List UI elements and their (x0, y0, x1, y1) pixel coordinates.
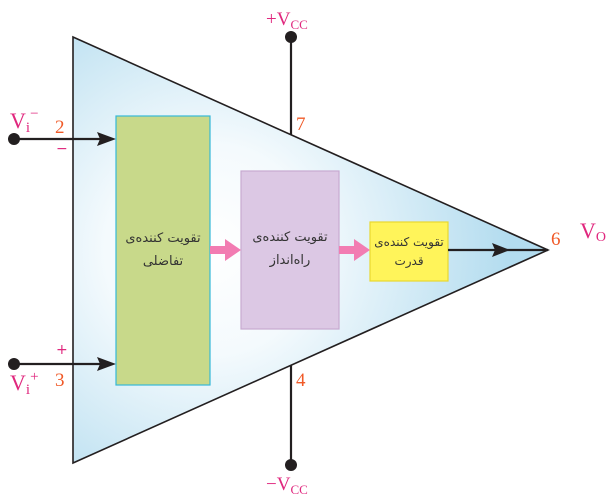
output-base: V (580, 218, 596, 243)
driver-to-power-arrow (339, 239, 370, 261)
power-amplifier-block (369, 221, 449, 282)
pin-4-label: 4 (296, 370, 306, 391)
non-inverting-input-terminal[interactable] (8, 358, 20, 370)
negative-supply-label: −VCC (266, 474, 308, 497)
non-inverting-input-arrowhead (97, 357, 116, 371)
power-label-line1: تقویت کننده‌ی (374, 234, 444, 249)
differential-label-line2: تفاضلی (142, 253, 184, 269)
driver-label-line1: تقویت کننده‌ی (252, 230, 328, 246)
driver-block-label: تقویت کننده‌ی راه‌انداز (241, 171, 339, 329)
driver-block-label-wrap: تقویت کننده‌ی راه‌انداز (241, 171, 339, 329)
differential-block-label: تقویت کننده‌ی تفاضلی (116, 116, 210, 385)
non-inverting-input-sup: + (30, 369, 38, 385)
negative-supply-terminal[interactable] (285, 459, 297, 471)
positive-supply-label: +VCC (266, 9, 308, 32)
differential-label-line1: تقویت کننده‌ی (125, 230, 201, 246)
non-inverting-sign: + (56, 342, 68, 358)
positive-supply-base: +V (266, 9, 291, 30)
non-inverting-input-base: V (10, 370, 26, 395)
inverting-input-sup: − (30, 106, 38, 122)
negative-supply-base: −V (266, 474, 291, 495)
inverting-input-base: V (10, 108, 26, 133)
non-inverting-input-label: Vi+ (10, 369, 39, 398)
pin-6-label: 6 (551, 229, 561, 250)
diff-to-driver-arrow (210, 239, 241, 261)
non-inverting-input-sub: i (26, 382, 30, 398)
power-block-label: تقویت کننده‌ی قدرت (370, 222, 448, 281)
output-label: VO (580, 218, 606, 245)
output-arrowhead (492, 243, 510, 257)
inverting-input-label: Vi− (10, 106, 39, 136)
power-label-line2: قدرت (394, 253, 424, 268)
inverting-input-sub: i (26, 120, 30, 136)
negative-supply-sub: CC (290, 482, 307, 497)
power-block-label-wrap: تقویت کننده‌ی قدرت (370, 222, 448, 281)
pin-2-label: 2 (55, 117, 65, 138)
driver-amplifier-block (240, 170, 340, 330)
pin-3-label: 3 (55, 370, 65, 391)
differential-amplifier-block (115, 115, 211, 386)
inverting-input-arrowhead (97, 132, 116, 146)
positive-supply-terminal[interactable] (285, 31, 297, 43)
differential-block-label-wrap: تقویت کننده‌ی تفاضلی (116, 116, 210, 385)
inverting-sign: − (56, 141, 68, 157)
output-sub: O (596, 230, 606, 245)
pin-7-label: 7 (296, 114, 306, 135)
positive-supply-sub: CC (290, 17, 307, 32)
inverting-input-terminal[interactable] (8, 133, 20, 145)
driver-label-line2: راه‌انداز (269, 253, 311, 268)
